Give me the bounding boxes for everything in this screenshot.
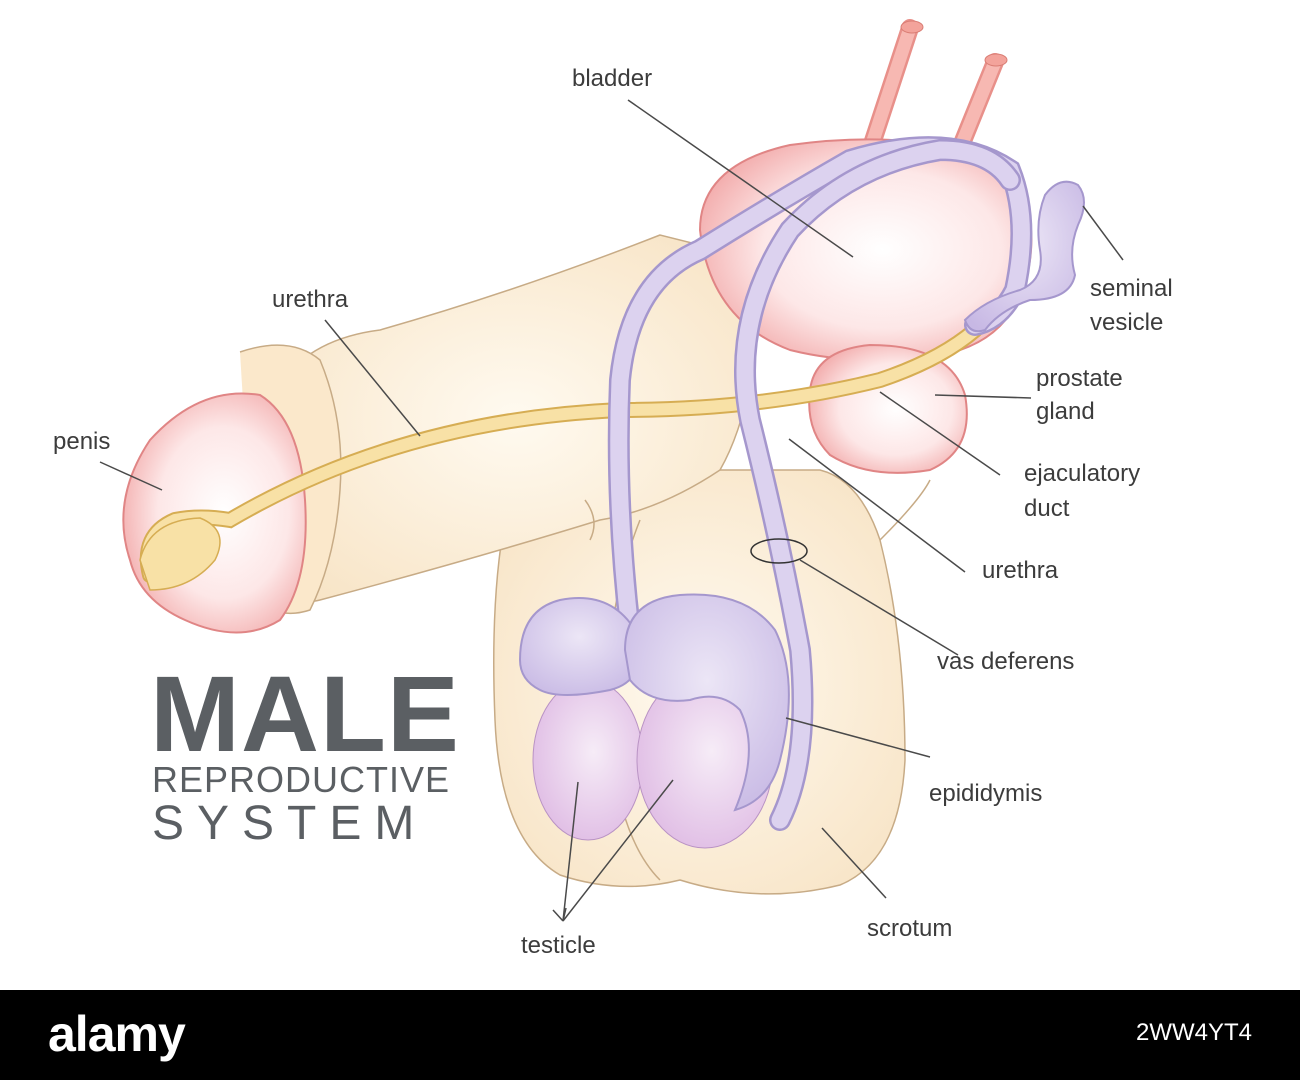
image-id: 2WW4YT4 [1135,1019,1252,1046]
label-bladder: bladder [572,65,653,92]
prostate-shape [808,343,968,474]
label-penis: penis [53,428,111,455]
label-epididymis: epididymis [929,780,1043,807]
alamy-logo: alamy [48,1006,186,1062]
leader-lines [99,99,1124,922]
label-ejaculatory-line1: ejaculatory [1024,460,1141,487]
seminal-vesicle-shape [963,180,1085,333]
vas-deferens-tubes [607,136,1033,831]
anatomy-illustration [99,19,1124,922]
footer-bar: alamy 2WW4YT4 [0,990,1300,1080]
title-main: MALE [150,653,460,774]
title-reproductive: REPRODUCTIVE [152,759,451,800]
label-vas-deferens: vas deferens [937,648,1075,675]
diagram: bladder seminal vesicle urethra penis pr… [53,19,1173,959]
title-system: SYSTEM [152,797,428,850]
label-scrotum: scrotum [867,915,953,942]
label-seminal-vesicle-line2: vesicle [1090,309,1164,336]
label-ejaculatory-line2: duct [1024,495,1070,522]
label-seminal-vesicle-line1: seminal [1090,275,1173,302]
testicles [518,593,790,849]
label-urethra-top: urethra [272,286,349,313]
label-prostate-line1: prostate [1036,365,1123,392]
label-prostate-line2: gland [1036,398,1095,425]
urethra-tube [139,322,983,591]
label-urethra-right: urethra [982,557,1059,584]
label-testicle: testicle [521,932,596,959]
